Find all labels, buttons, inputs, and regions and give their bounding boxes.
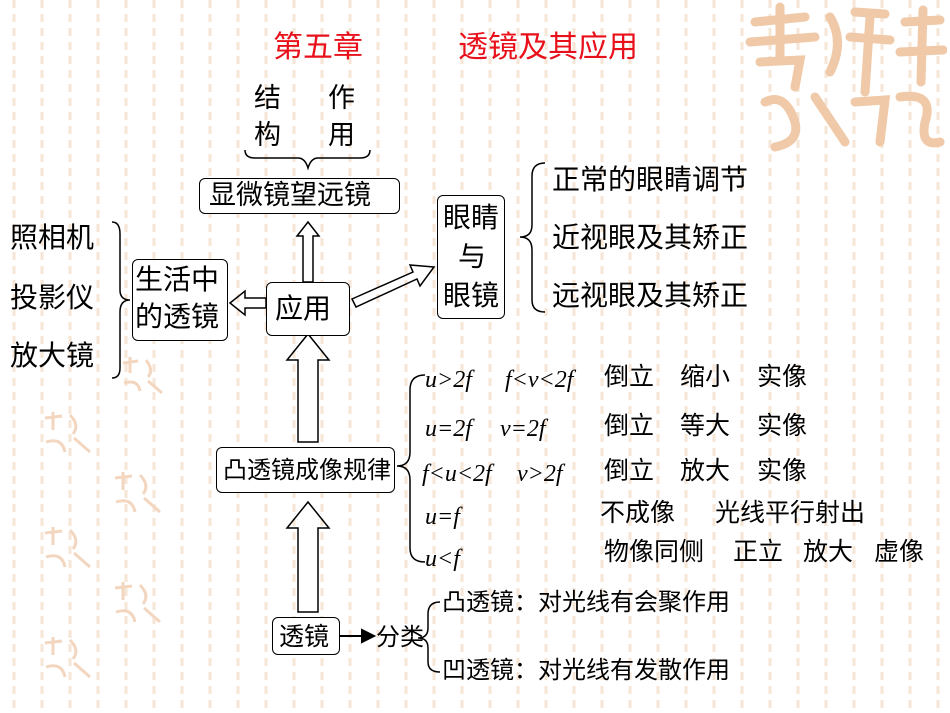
function-label-char: 作 [328, 83, 355, 114]
life-lens-label-line2: 的透镜 [135, 300, 220, 333]
rule-result: 实像 [757, 456, 808, 485]
rule-u-condition: f<u<2f [422, 461, 492, 487]
auspicious-seal-icon [122, 357, 163, 395]
eye-item-myopia: 近视眼及其矫正 [552, 221, 749, 254]
structure-label-char: 构 [254, 120, 281, 151]
arrow-up-microscope [295, 220, 321, 283]
rule-result: 虚像 [874, 537, 925, 566]
lens-node: 透镜 [272, 617, 340, 655]
eye-item-hyperopia: 远视眼及其矫正 [552, 279, 749, 312]
rule-result: 实像 [757, 411, 808, 440]
life-item-camera: 照相机 [10, 221, 95, 254]
rule-result: 不成像 [600, 498, 676, 527]
chapter-name: 透镜及其应用 [458, 30, 638, 65]
convex-lens-description: 凸透镜：对光线有会聚作用 [442, 588, 730, 616]
arrow-up-application [285, 332, 331, 443]
rule-result: 放大 [803, 537, 854, 566]
rule-u-condition: u=2f [425, 416, 472, 442]
microscope-telescope-label: 显微镜望远镜 [209, 180, 371, 211]
rule-u-condition: u=f [425, 504, 460, 530]
rule-result: 等大 [680, 411, 731, 440]
auspicious-seal-icon [745, 2, 947, 152]
auspicious-seal-icon [44, 527, 91, 569]
function-label-char: 用 [328, 120, 355, 151]
rule-result: 正立 [733, 537, 784, 566]
rule-result: 倒立 [604, 456, 655, 485]
life-item-projector: 投影仪 [10, 281, 95, 314]
eye-item-normal: 正常的眼睛调节 [552, 163, 749, 196]
life-lens-label-line1: 生活中 [135, 263, 220, 296]
rule-u-condition: u>2f [425, 367, 472, 393]
rule-v-condition: v=2f [500, 416, 546, 442]
rule-result: 物像同侧 [604, 537, 705, 566]
rule-result: 实像 [757, 362, 808, 391]
eye-label-line2: 与 [458, 240, 487, 273]
life-lens-node: 生活中 的透镜 [132, 259, 228, 341]
rule-v-condition: f<v<2f [505, 367, 574, 393]
concave-lens-description: 凹透镜：对光线有发散作用 [442, 656, 730, 684]
eye-items-brace [519, 162, 546, 313]
eye-label-line3: 眼镜 [443, 279, 500, 312]
lens-label: 透镜 [279, 622, 330, 651]
classification-label: 分类 [376, 623, 424, 651]
auspicious-seal-icon [114, 582, 161, 624]
convex-imaging-rule-node: 凸透镜成像规律 [216, 447, 395, 493]
convex-imaging-rule-label: 凸透镜成像规律 [223, 456, 391, 484]
chapter-title: 第五章 [273, 30, 363, 65]
application-node: 应用 [266, 282, 350, 336]
arrow-right-eye [350, 264, 436, 308]
rule-result: 倒立 [604, 362, 655, 391]
life-items-brace [111, 221, 131, 379]
rule-result: 缩小 [680, 362, 731, 391]
arrow-left-life-lens [228, 289, 267, 317]
rule-result: 倒立 [604, 411, 655, 440]
microscope-telescope-node: 显微镜望远镜 [199, 178, 400, 214]
rule-result: 光线平行射出 [715, 498, 866, 527]
rule-v-condition: v>2f [517, 461, 563, 487]
classification-brace [417, 601, 441, 673]
auspicious-seal-icon [44, 637, 91, 679]
rule-u-condition: u<f [425, 546, 460, 572]
eye-glasses-node: 眼睛 与 眼镜 [437, 195, 505, 319]
rule-result: 放大 [680, 456, 731, 485]
structure-brace [244, 149, 371, 171]
structure-label-char: 结 [254, 83, 281, 114]
life-item-magnifier: 放大镜 [10, 339, 95, 372]
auspicious-seal-icon [114, 472, 161, 514]
eye-label-line1: 眼睛 [443, 201, 500, 234]
application-label: 应用 [275, 292, 332, 325]
rules-brace [396, 374, 426, 563]
arrow-up-rule [285, 500, 331, 613]
auspicious-seal-icon [44, 412, 91, 454]
